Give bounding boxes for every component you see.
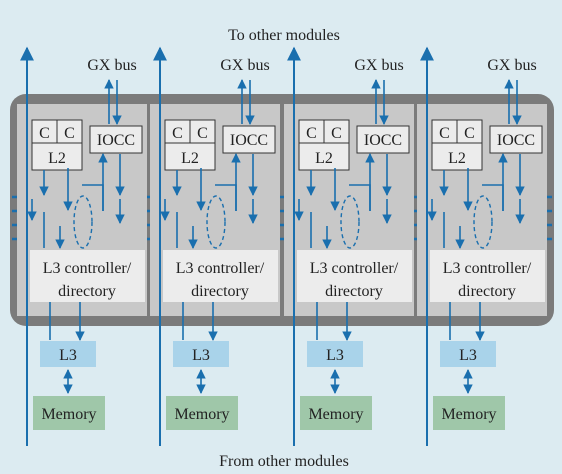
title-bottom: From other modules [219,453,349,470]
iocc-block [222,125,276,154]
l3-cache-label: L3 [192,347,210,364]
memory-box [33,396,105,430]
l3-cache-label: L3 [459,347,477,364]
memory-label: Memory [308,406,363,423]
l3-controller-block [430,250,545,302]
gx-bus-label: GX bus [220,57,269,74]
l3-controller-block [30,250,145,302]
gx-bus-label: GX bus [87,57,136,74]
l3-controller-block [297,250,412,302]
bus-coupler-dashed [473,195,493,249]
l2-label: L2 [181,150,199,167]
core-2-label: C [331,125,342,142]
core-2-label: C [464,125,475,142]
bus-coupler-dashed [340,195,360,249]
l3-controller-line1: L3 controller/ [443,260,532,277]
iocc-label: IOCC [97,132,135,149]
l3-controller-line1: L3 controller/ [176,260,265,277]
memory-label: Memory [41,406,96,423]
core-2-label: C [197,125,208,142]
core-1-label: C [39,125,50,142]
l2-label: L2 [48,150,66,167]
iocc-block [489,125,543,154]
l3-controller-line2: directory [191,283,249,300]
memory-label: Memory [174,406,229,423]
iocc-block [356,125,410,154]
l3-cache-box [440,341,496,367]
memory-box [300,396,372,430]
memory-box [433,396,505,430]
l3-cache-label: L3 [59,347,77,364]
bus-coupler-dashed [73,195,93,249]
l3-cache-box [173,341,229,367]
l3-controller-line2: directory [458,283,516,300]
core-2-label: C [64,125,75,142]
core-1-label: C [306,125,317,142]
iocc-label: IOCC [364,132,402,149]
l2-label: L2 [448,150,466,167]
memory-label: Memory [441,406,496,423]
core-1-label: C [439,125,450,142]
gx-bus-label: GX bus [354,57,403,74]
memory-box [166,396,238,430]
l3-controller-line2: directory [58,283,116,300]
bus-coupler-dashed [206,195,226,249]
l3-controller-block [163,250,278,302]
l3-cache-box [40,341,96,367]
l3-cache-label: L3 [326,347,344,364]
l3-controller-line1: L3 controller/ [43,260,132,277]
gx-bus-label: GX bus [487,57,536,74]
l3-cache-box [307,341,363,367]
l3-controller-line1: L3 controller/ [310,260,399,277]
iocc-label: IOCC [497,132,535,149]
core-1-label: C [172,125,183,142]
iocc-block [89,125,143,154]
l2-label: L2 [315,150,333,167]
l3-controller-line2: directory [325,283,383,300]
title-top: To other modules [228,27,340,44]
iocc-label: IOCC [230,132,268,149]
